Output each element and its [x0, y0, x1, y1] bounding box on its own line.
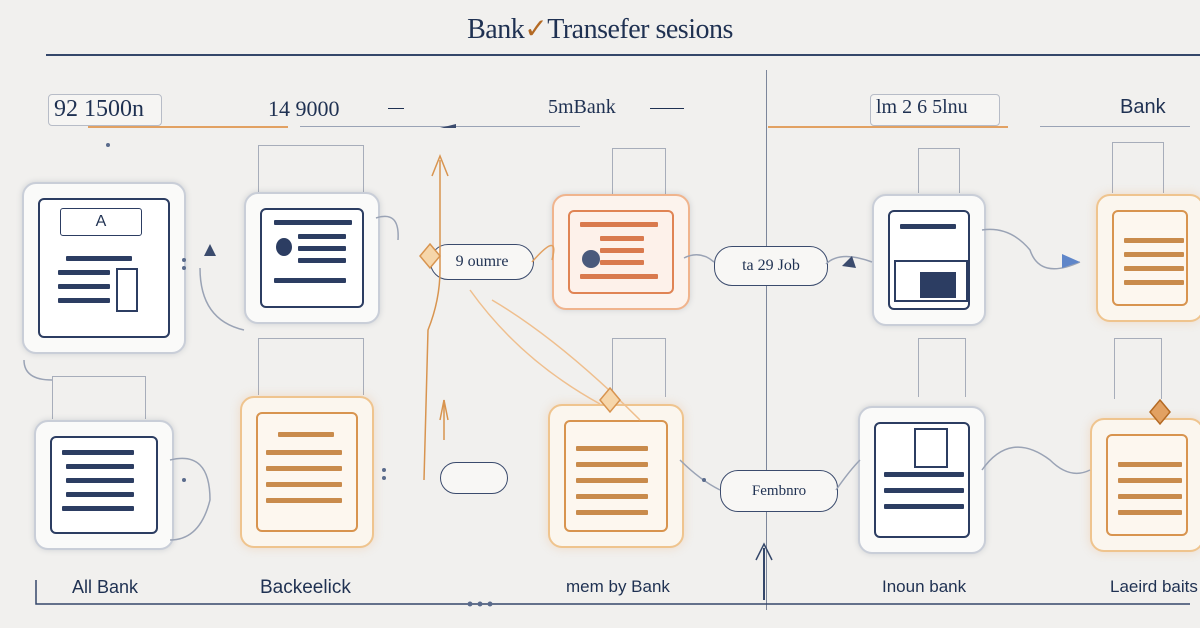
- header-dash-2: [388, 108, 404, 109]
- node-building-2[interactable]: [240, 396, 374, 548]
- frame-mid-3: [612, 338, 666, 397]
- ledger-icon: [564, 420, 668, 532]
- node-chart-document-2[interactable]: [34, 420, 174, 550]
- header-label-5: Bank: [1120, 96, 1166, 118]
- title-rule: [46, 54, 1200, 56]
- building-icon: [874, 422, 970, 538]
- building-icon: [256, 412, 358, 532]
- chart-document-icon: [50, 436, 158, 534]
- arrow-line-vertical: [423, 160, 441, 481]
- header-underline-2: [300, 126, 580, 127]
- node-building-1[interactable]: [872, 194, 986, 326]
- frame-top-4: [918, 148, 960, 193]
- node-chart-document-1[interactable]: [244, 192, 380, 324]
- column-divider: [766, 70, 767, 610]
- footer-label-1: All Bank: [72, 577, 139, 597]
- header-label-4: lm 2 6 5lnu: [876, 96, 968, 118]
- header-label-1: 92 1500n: [54, 96, 144, 122]
- check-icon: ✓: [524, 14, 548, 45]
- header-box-4: [870, 94, 1000, 126]
- frame-mid-1: [52, 376, 146, 419]
- footer-label-5: Laeird baits: [1110, 577, 1198, 596]
- diagram-title: Bank✓Transefer sesions: [467, 14, 733, 45]
- chart-document-icon: [260, 208, 364, 308]
- node-ledger-3[interactable]: [548, 404, 684, 548]
- ledger-icon: [1112, 210, 1188, 306]
- node-ledger-2[interactable]: [1096, 194, 1200, 322]
- building-icon: [888, 210, 970, 310]
- frame-mid-4: [918, 338, 966, 397]
- pill-bottom-right[interactable]: Fembnro: [720, 470, 838, 512]
- footer-label-3: mem by Bank: [566, 577, 670, 596]
- frame-top-5: [1112, 142, 1164, 193]
- header-box-1: [48, 94, 162, 126]
- dot-markers: [106, 143, 706, 607]
- frame-top-3: [612, 148, 666, 197]
- header-label-3: 5mBank: [548, 96, 616, 118]
- node-ledger-4[interactable]: [1090, 418, 1200, 552]
- document-icon: A: [38, 198, 170, 338]
- header-label-2: 14 9000: [268, 96, 340, 121]
- node-label-box: A: [60, 208, 142, 236]
- footer-label-2: Backeelick: [260, 577, 351, 598]
- small-arrow-icons: [204, 124, 1080, 268]
- pill-top-right[interactable]: ta 29 Job: [714, 246, 828, 286]
- header-underline-1: [88, 126, 288, 128]
- frame-top-2: [258, 145, 364, 194]
- diamond-icon: [419, 242, 1171, 426]
- ledger-icon: [568, 210, 674, 294]
- frame-mid-5: [1114, 338, 1162, 399]
- node-building-3[interactable]: [858, 406, 986, 554]
- arrow-icon: [431, 153, 449, 177]
- frame-mid-2: [258, 338, 364, 395]
- header-dash-3: [650, 108, 684, 109]
- node-document-1[interactable]: A: [22, 182, 186, 354]
- header-underline-4: [768, 126, 1008, 128]
- ledger-icon: [1106, 434, 1188, 536]
- pill-bottom-center[interactable]: [440, 462, 508, 494]
- pill-top-center[interactable]: 9 oumre: [430, 244, 534, 280]
- footer-label-4: Inoun bank: [882, 577, 967, 596]
- header-underline-5: [1040, 126, 1190, 127]
